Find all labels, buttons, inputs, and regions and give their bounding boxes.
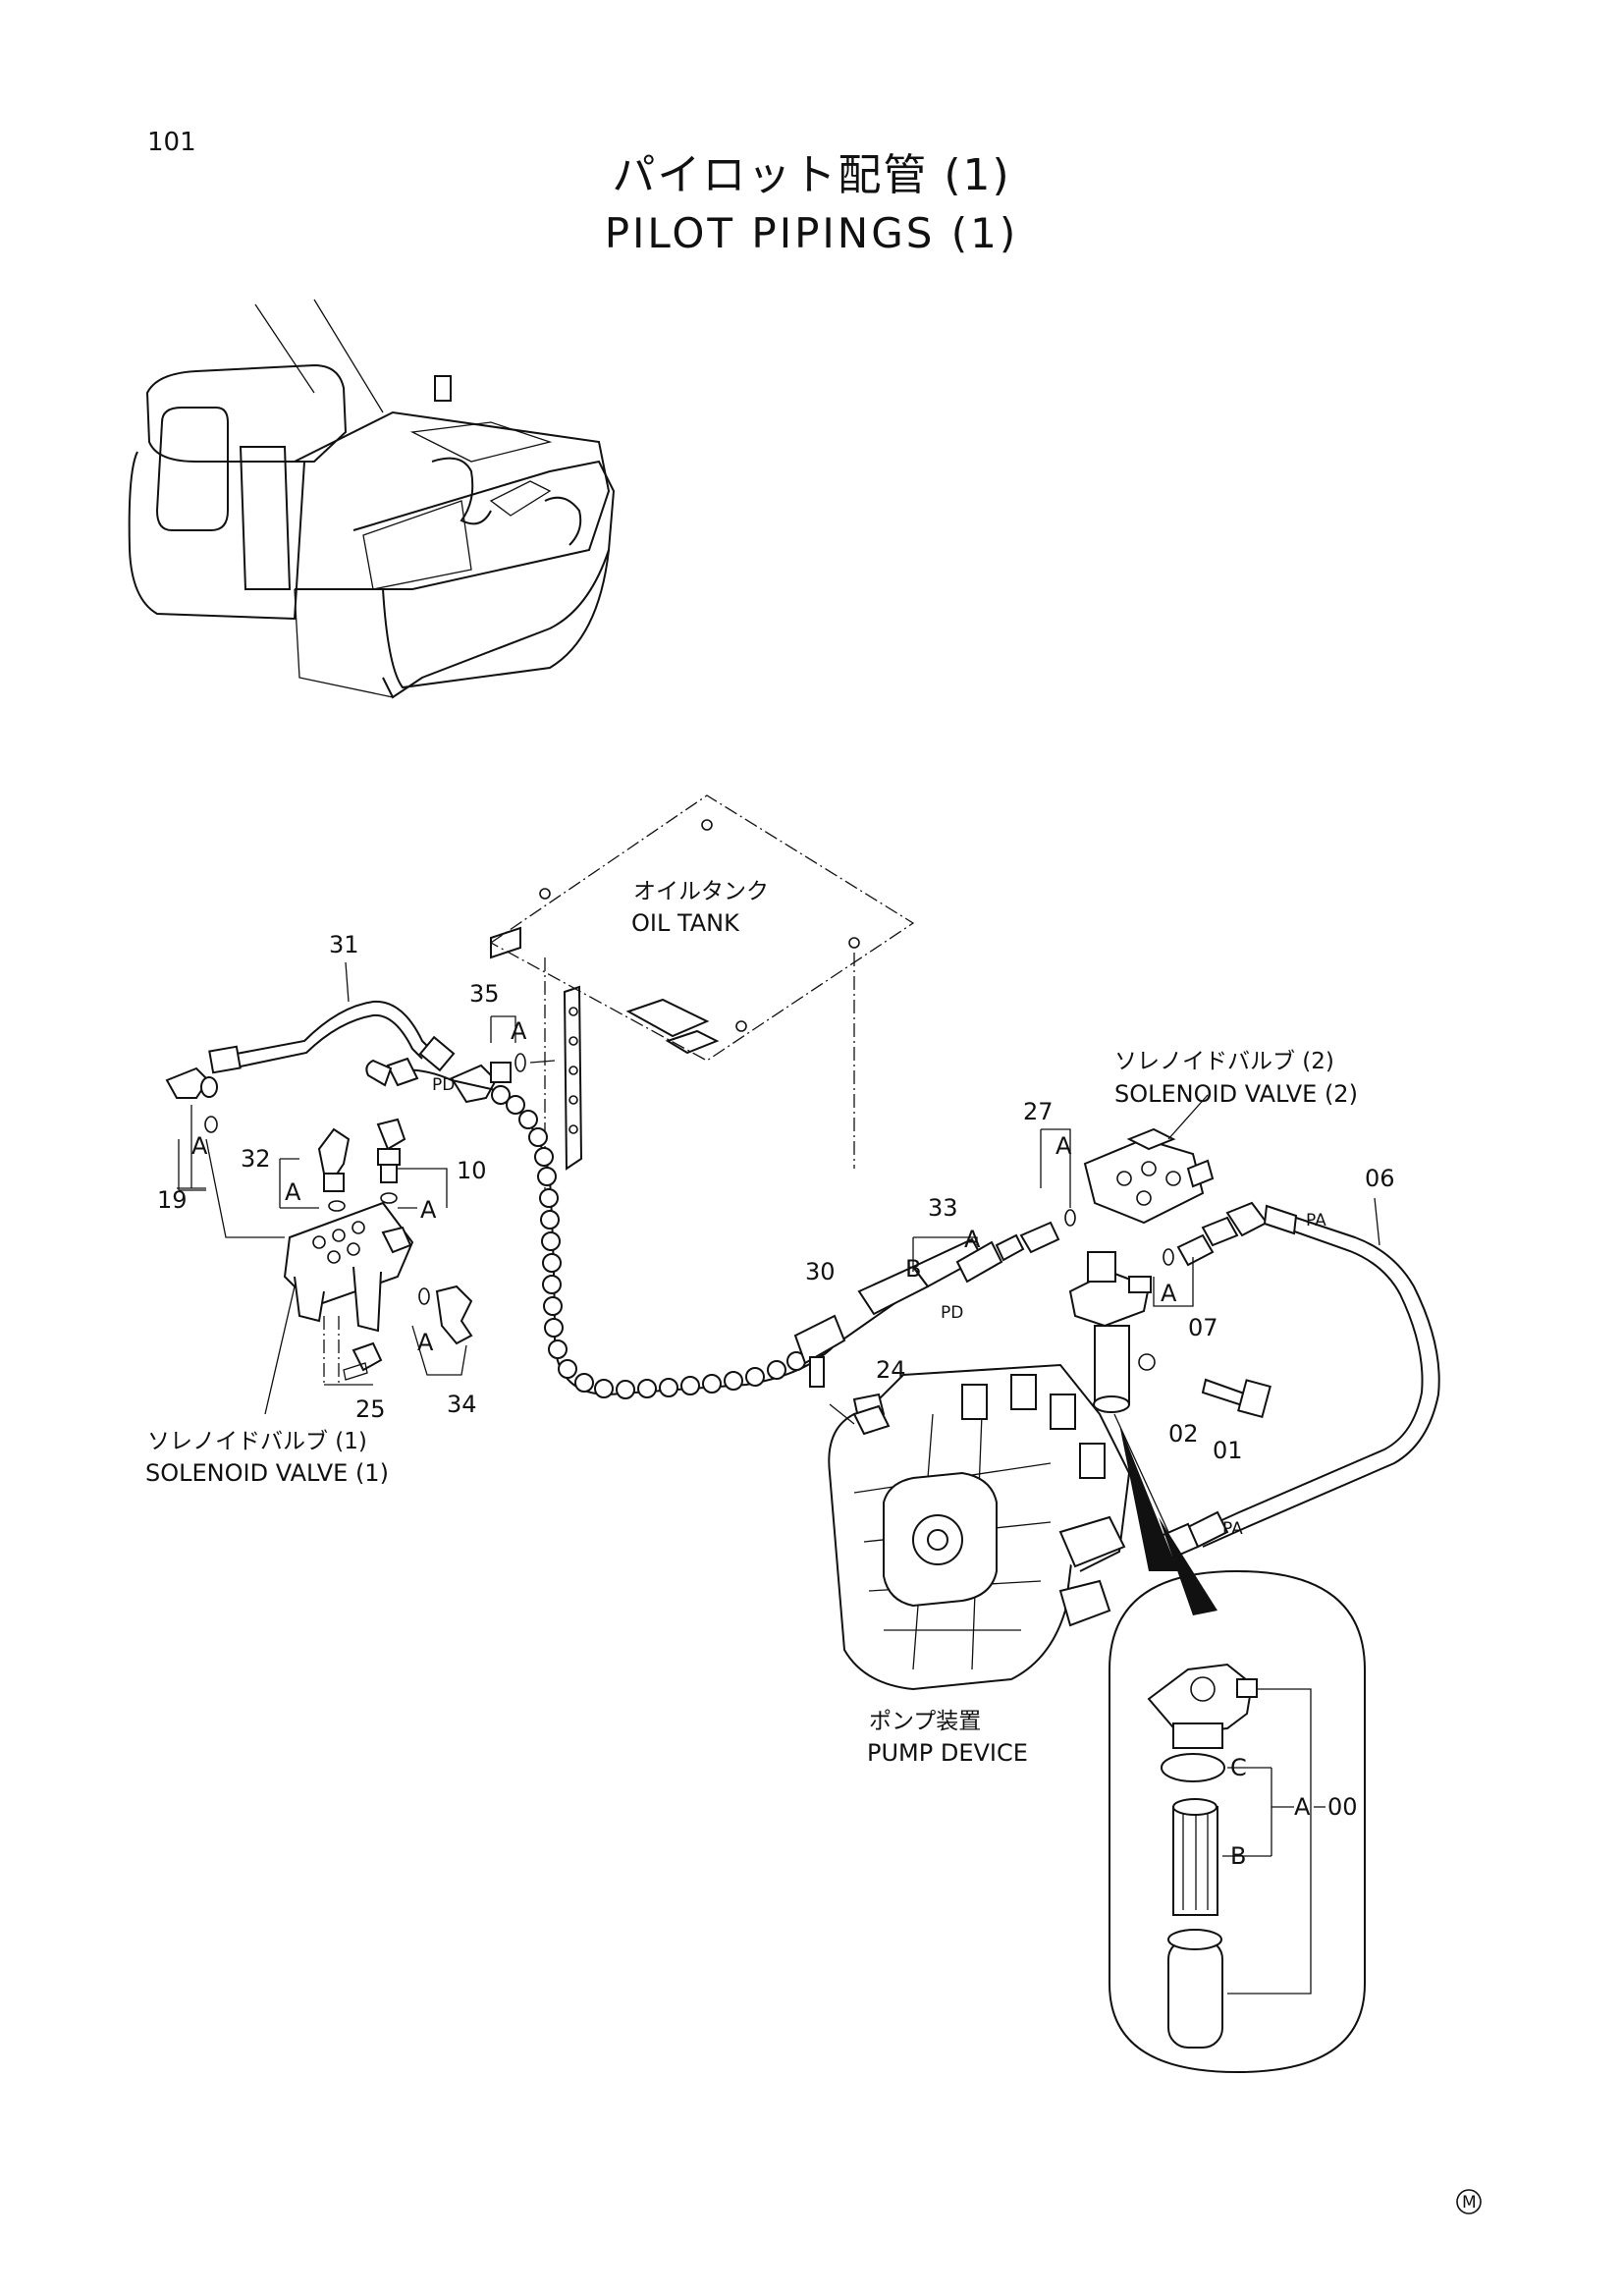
- part-number-33: 33: [928, 1194, 958, 1222]
- hose-30: PD PD: [365, 1057, 984, 1399]
- detail-letter-c: C: [1230, 1754, 1247, 1781]
- solenoid-valve-2: ソレノイドバルブ (2) SOLENOID VALVE (2): [1083, 1049, 1358, 1225]
- part-number-32: 32: [241, 1145, 271, 1173]
- title-block: パイロット配管 (1) PILOT PIPINGS (1): [0, 147, 1623, 261]
- part-number-07: 07: [1188, 1314, 1218, 1341]
- part-number-labels: 31 35 A 19 A 32 A 10 A 25 34 A 30 33 A B…: [157, 931, 1395, 1464]
- elbow-35: [450, 1015, 556, 1104]
- part-letter-a-07: A: [1161, 1280, 1177, 1307]
- pump-device-label-en: PUMP DEVICE: [867, 1739, 1028, 1767]
- detail-letter-b: B: [1230, 1842, 1246, 1870]
- part-number-35: 35: [469, 980, 500, 1008]
- elbow-19: [165, 1066, 285, 1238]
- pump-device-label-jp: ポンプ装置: [869, 1709, 981, 1734]
- title-english: PILOT PIPINGS (1): [604, 209, 1019, 257]
- bolt-01: [1201, 1378, 1271, 1419]
- part-letter-a-32: A: [285, 1178, 301, 1206]
- solenoid-valve-2-label-en: SOLENOID VALVE (2): [1114, 1080, 1358, 1108]
- bolt-25: [343, 1341, 383, 1381]
- part-number-27: 27: [1023, 1098, 1054, 1125]
- oil-tank-label-en: OIL TANK: [631, 909, 740, 937]
- excavator-overview: [128, 299, 616, 699]
- part-number-10: 10: [457, 1157, 487, 1184]
- page-mark: M: [1456, 2189, 1482, 2214]
- part-letter-a-34: A: [417, 1329, 434, 1356]
- part-number-24: 24: [876, 1356, 906, 1384]
- part-number-02: 02: [1168, 1420, 1199, 1448]
- fitting-27: [1019, 1128, 1076, 1254]
- part-letter-a-27: A: [1055, 1132, 1072, 1160]
- fitting-07: [1153, 1233, 1215, 1307]
- part-number-34: 34: [447, 1391, 477, 1418]
- part-number-19: 19: [157, 1186, 188, 1214]
- oil-tank-label-jp: オイルタンク: [633, 879, 769, 904]
- part-number-00: 00: [1327, 1793, 1358, 1821]
- part-letter-a-19: A: [191, 1132, 208, 1160]
- part-number-01: 01: [1213, 1437, 1243, 1464]
- part-number-06: 06: [1365, 1165, 1395, 1192]
- part-letter-a-33: A: [964, 1226, 981, 1253]
- part-number-30: 30: [805, 1258, 836, 1285]
- adapter-33: [912, 1233, 1025, 1284]
- fitting-10: [376, 1118, 448, 1209]
- port-label-pa-lower: PA: [1222, 1519, 1243, 1539]
- bolt-24: [829, 1403, 891, 1436]
- page-mark-letter: M: [1462, 2193, 1477, 2213]
- oil-tank: オイルタンク OIL TANK: [489, 794, 915, 1208]
- part-letter-a-35: A: [511, 1017, 527, 1045]
- part-number-31: 31: [329, 931, 359, 958]
- hose-31: [208, 961, 456, 1074]
- elbow-34: [411, 1285, 473, 1376]
- pump-device: ポンプ装置 PUMP DEVICE: [828, 1363, 1131, 1767]
- part-number-25: 25: [355, 1395, 386, 1423]
- solenoid-valve-1-label-en: SOLENOID VALVE (1): [145, 1459, 389, 1487]
- solenoid-valve-1-label-jp: ソレノイドバルブ (1): [147, 1429, 367, 1454]
- detail-letter-a: A: [1294, 1793, 1311, 1821]
- port-label-pa-upper: PA: [1306, 1211, 1326, 1230]
- solenoid-valve-1: ソレノイドバルブ (1) SOLENOID VALVE (1): [145, 1201, 414, 1487]
- title-japanese: パイロット配管 (1): [612, 150, 1011, 200]
- filter-assembly: [1068, 1251, 1169, 1533]
- page-number: 101: [147, 128, 196, 157]
- part-letter-b-33: B: [905, 1255, 921, 1283]
- solenoid-valve-2-label-jp: ソレノイドバルブ (2): [1114, 1049, 1334, 1074]
- filter-detail-callout: C B A 00: [1109, 1424, 1366, 2074]
- port-label-pd-upper: PD: [432, 1075, 455, 1095]
- fitting-32: [279, 1127, 351, 1212]
- port-label-pd-lower: PD: [941, 1303, 963, 1323]
- part-letter-a-10: A: [420, 1196, 437, 1224]
